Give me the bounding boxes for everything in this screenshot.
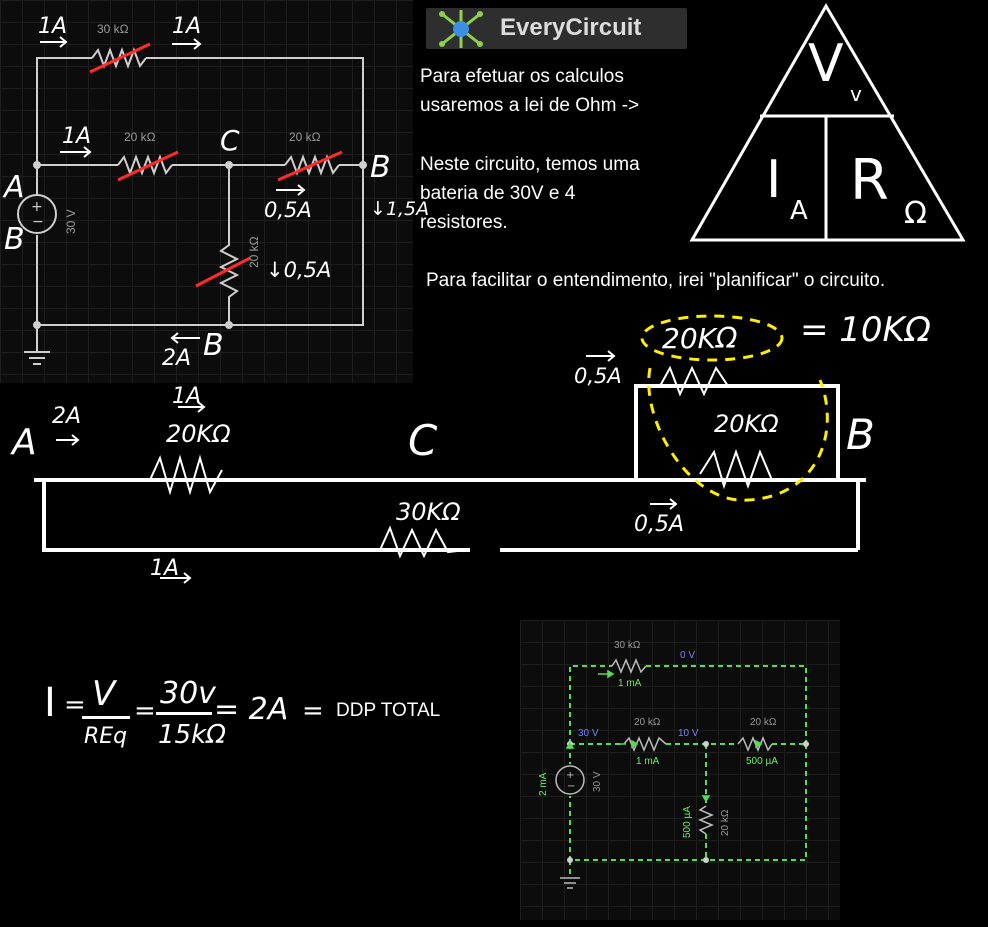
explanation-line-5: resistores. [420,212,508,233]
flat-r20-box: 20KΩ [714,410,779,438]
formula-bar2 [156,712,212,715]
sim-battery-current: 2 mA [538,772,549,796]
explanation-line-3: Neste circuito, temos uma [420,154,640,175]
formula-eq2: = [134,696,156,726]
flat-node-a: A [12,422,37,463]
ann-1a-mid: 1A [62,124,92,149]
flat-circuit-wires [34,314,866,584]
ohm-triangle-r: R [850,148,889,213]
ann-node-b-left: B [4,222,25,257]
ann-1a-top-right: 1A [172,14,202,39]
formula-i: I [44,680,56,726]
sim-node-left-voltage: 30 V [578,728,599,739]
ann-node-b-right: B [370,150,391,185]
everycircuit-logo: EveryCircuit [426,8,687,49]
ohm-triangle [689,3,966,242]
sim-r20-mid-label: 20 kΩ [634,717,661,728]
flat-node-b: B [846,410,875,459]
explanation-line-6: Para facilitar o entendimento, irei "pla… [426,270,886,291]
svg-text:+: + [566,770,574,781]
explanation-line-4: bateria de 30V e 4 [420,183,576,204]
sim-r20-right-label: 20 kΩ [750,717,777,728]
top-r30-label: 30 kΩ [97,22,129,36]
formula-num1: V [92,674,116,714]
ann-1-5a: ↓1,5A [370,198,430,220]
formula-num2: 30v [160,676,216,711]
sim-circuit-wires: + − [555,658,809,889]
sim-current-mid: 1 mA [636,756,660,767]
sim-r30-label: 30 kΩ [614,640,641,651]
flat-r30-bottom: 30KΩ [396,498,461,526]
formula-den2: 15kΩ [158,720,227,750]
sim-battery-label: 30 V [592,771,603,792]
formula-result: = 2A [214,692,289,727]
flat-equiv-10k: = 10KΩ [800,310,931,350]
flat-2a: 2A [52,404,82,429]
top-r20-right-label: 20 kΩ [289,130,321,144]
top-r20-mid-label: 20 kΩ [124,130,156,144]
formula-eq3: = [302,696,324,726]
ohm-triangle-i: I [766,150,782,210]
sim-r20-vert-label: 20 kΩ [720,809,731,836]
top-circuit-wires: + − [17,36,367,365]
ann-node-c: C [220,124,240,157]
top-circuit-panel: + − 30 kΩ 20 kΩ 20 kΩ 20 kΩ 30 V 1A 1A 1… [0,0,429,383]
flat-1a-bottom: 1A [150,556,180,581]
ohm-triangle-r-unit: Ω [904,196,927,231]
ann-node-a-left: A [4,170,25,205]
flat-0-5a-top: 0,5A [574,364,622,388]
formula-eq1: = [64,690,86,720]
ann-0-5a-vert: ↓0,5A [266,258,332,282]
ann-0-5a-right: 0,5A [264,198,312,222]
sim-node-top-voltage: 0 V [680,650,696,661]
ann-2a-bottom: 2A [162,346,192,371]
formula-den1: REq [84,724,128,749]
everycircuit-logo-icon [439,10,483,48]
ohm-triangle-i-unit: A [790,196,808,226]
explanation-line-2: usaremos a lei de Ohm -> [420,95,640,116]
ohm-triangle-v: V [808,34,844,94]
formula-bar1 [82,716,130,719]
sim-current-top: 1 mA [618,678,642,689]
sim-current-right: 500 µA [746,756,778,767]
svg-text:−: − [567,781,575,792]
everycircuit-logo-text: EveryCircuit [500,14,642,41]
explanation-line-1: Para efetuar os calculos [420,66,624,87]
ohm-triangle-v-unit: v [850,82,862,106]
flat-node-c: C [408,416,438,465]
flat-r20-left: 20KΩ [166,420,231,448]
ann-1a-top-left: 1A [38,14,68,39]
flat-r20-top-right: 20KΩ [662,322,738,355]
sim-current-vert: 500 µA [682,806,693,838]
svg-text:−: − [32,214,44,230]
svg-text:+: + [31,199,43,215]
flat-0-5a-right: 0,5A [634,512,685,537]
formula-ddp-total: DDP TOTAL [336,700,441,721]
sim-node-mid-voltage: 10 V [678,728,699,739]
flat-1a-top: 1A [172,384,202,409]
sim-circuit-panel: + − 30 kΩ 0 V 1 mA 20 kΩ 30 V 10 V 1 mA … [520,620,840,920]
ann-b-bottom: B [203,328,224,363]
